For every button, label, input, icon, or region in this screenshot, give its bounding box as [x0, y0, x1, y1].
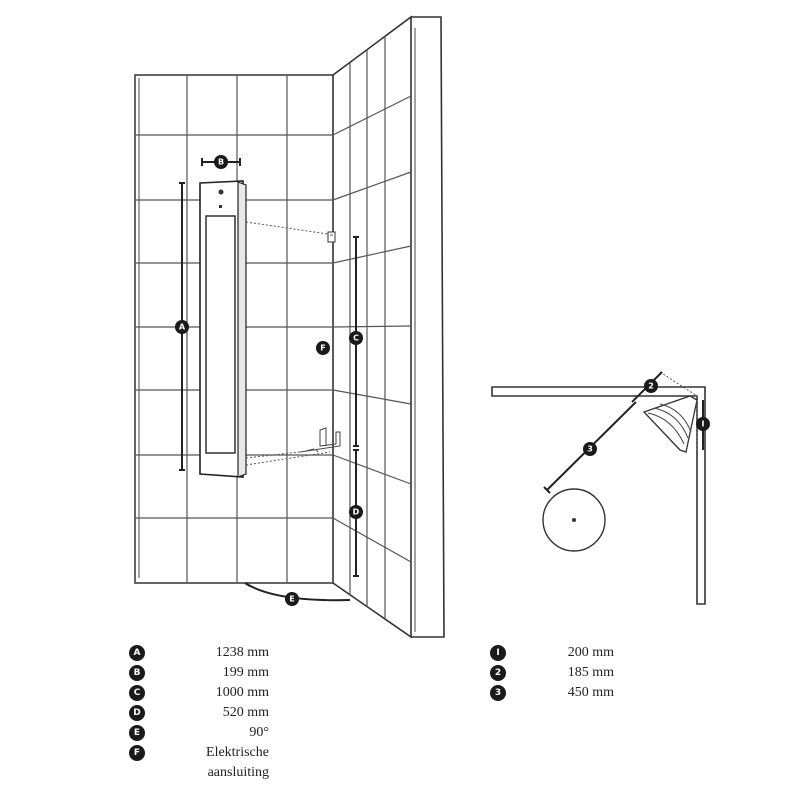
legend-badge-e: E: [129, 725, 145, 741]
legend-value-3: 450 mm: [567, 685, 614, 700]
side-wall: [332, 15, 445, 639]
legend-row-e: E 90°: [129, 723, 269, 743]
callout-f-label: F: [320, 344, 325, 353]
heater-logo-icon: [218, 189, 224, 195]
callout-f: F: [316, 341, 330, 355]
legend-row-a: A 1238 mm: [129, 643, 269, 663]
heater-panel: [199, 180, 247, 478]
electrical-socket-icon: [327, 231, 336, 243]
legend-badge-a: A: [129, 645, 145, 661]
callout-i-label: I: [702, 420, 705, 429]
legend-row-c: C 1000 mm: [129, 683, 269, 703]
legend-badge-c: C: [129, 685, 145, 701]
mounting-bracket-icon: [299, 427, 341, 453]
legend-value-f: Elektrische: [206, 745, 269, 760]
legend-right: I 200 mm 2 185 mm 3 450 mm: [490, 643, 614, 703]
callout-a-label: A: [179, 323, 186, 332]
legend-row-3: 3 450 mm: [490, 683, 614, 703]
legend-badge-b: B: [129, 665, 145, 681]
callout-c-label: C: [353, 334, 359, 343]
legend-row-2: 2 185 mm: [490, 663, 614, 683]
callout-d: D: [349, 505, 363, 519]
callout-c: C: [349, 331, 363, 345]
legend-value-2: 185 mm: [567, 665, 614, 680]
legend-row-d: D 520 mm: [129, 703, 269, 723]
callout-2-label: 2: [648, 382, 654, 391]
legend-left: A 1238 mm B 199 mm C 1000 mm D 520 mm E …: [129, 643, 269, 783]
callout-2: 2: [644, 379, 658, 393]
callout-3: 3: [583, 442, 597, 456]
legend-value-e: 90°: [249, 725, 269, 740]
callout-a: A: [175, 320, 189, 334]
legend-badge-3: 3: [490, 685, 506, 701]
legend-row-b: B 199 mm: [129, 663, 269, 683]
callout-e: E: [285, 592, 299, 606]
legend-value-a: 1238 mm: [215, 645, 269, 660]
callout-d-label: D: [353, 508, 360, 517]
top-view-diagram: [491, 371, 706, 605]
legend-value-c: 1000 mm: [215, 685, 269, 700]
callout-b-label: B: [218, 158, 224, 167]
legend-badge-f: F: [129, 745, 145, 761]
legend-badge-i: I: [490, 645, 506, 661]
callout-3-label: 3: [587, 445, 593, 454]
legend-row-f: F Elektrische aansluiting: [129, 743, 269, 783]
callout-b: B: [214, 155, 228, 169]
legend-value-d: 520 mm: [222, 705, 269, 720]
legend-value-f-line2: aansluiting: [207, 765, 269, 780]
legend-value-i: 200 mm: [567, 645, 614, 660]
callout-i: I: [696, 417, 710, 431]
legend-badge-2: 2: [490, 665, 506, 681]
heater-indicator-icon: [219, 205, 222, 208]
legend-row-i: I 200 mm: [490, 643, 614, 663]
legend-value-b: 199 mm: [222, 665, 269, 680]
legend-badge-d: D: [129, 705, 145, 721]
callout-e-label: E: [289, 595, 294, 604]
